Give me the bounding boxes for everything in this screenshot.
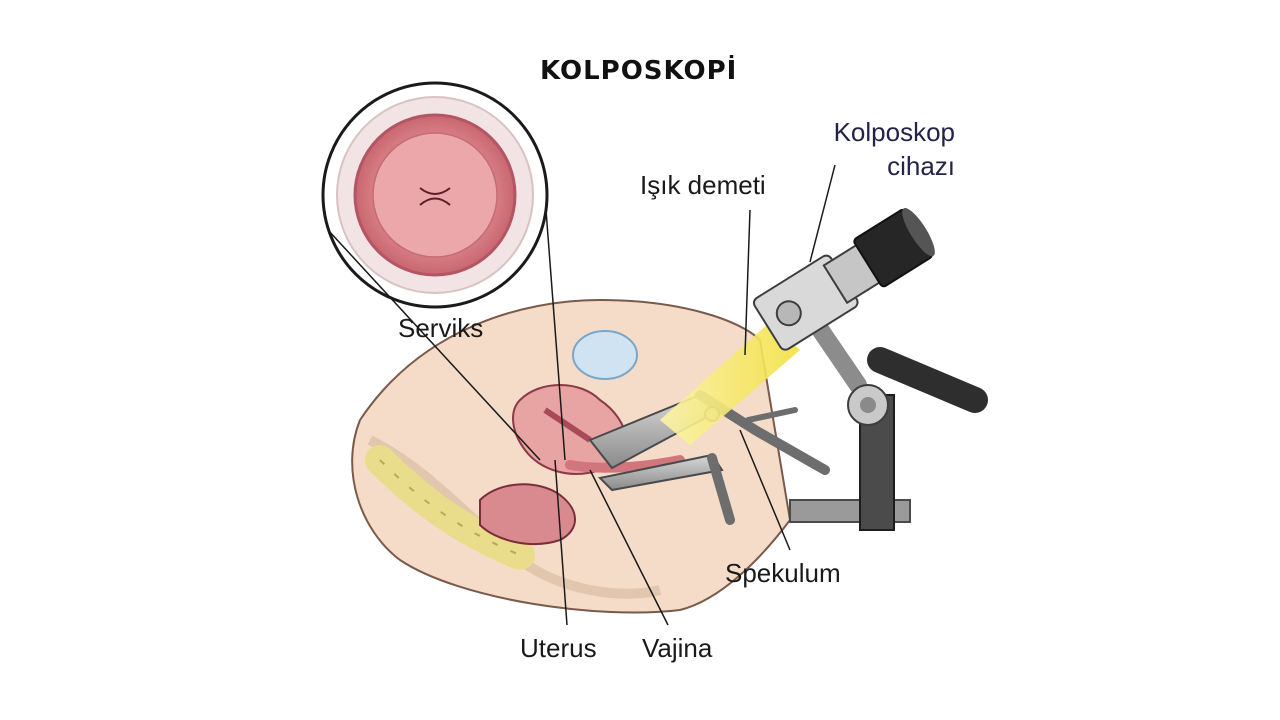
vagina-leader	[589, 469, 669, 626]
device-label-line1: Kolposkop	[833, 117, 955, 147]
leader-lines	[327, 164, 836, 626]
device-label-line2: cihazı	[887, 151, 955, 181]
speculum-leader	[739, 429, 791, 551]
device-leader	[809, 164, 836, 263]
rectum	[479, 483, 576, 546]
uterus-label: Uterus	[520, 633, 597, 663]
zoom-leader-left	[327, 229, 541, 461]
vaginal-canal	[565, 455, 685, 473]
cervix-zoom	[321, 81, 549, 309]
uterus-leader	[554, 459, 568, 626]
vagina-label: Vajina	[642, 633, 713, 663]
page-title: KOLPOSKOPİ	[540, 56, 738, 86]
colposcope-device-label: Kolposkop cihazı	[800, 115, 955, 183]
bladder	[572, 330, 638, 380]
light-beam	[660, 322, 800, 445]
zoom-leader-right	[545, 209, 566, 461]
speculum-label: Spekulum	[725, 558, 841, 588]
cervix-label: Serviks	[398, 313, 484, 343]
light-beam-label: Işık demeti	[640, 170, 766, 200]
light-beam-leader	[744, 209, 751, 356]
colposcope-device	[752, 208, 988, 531]
spine	[365, 445, 535, 570]
